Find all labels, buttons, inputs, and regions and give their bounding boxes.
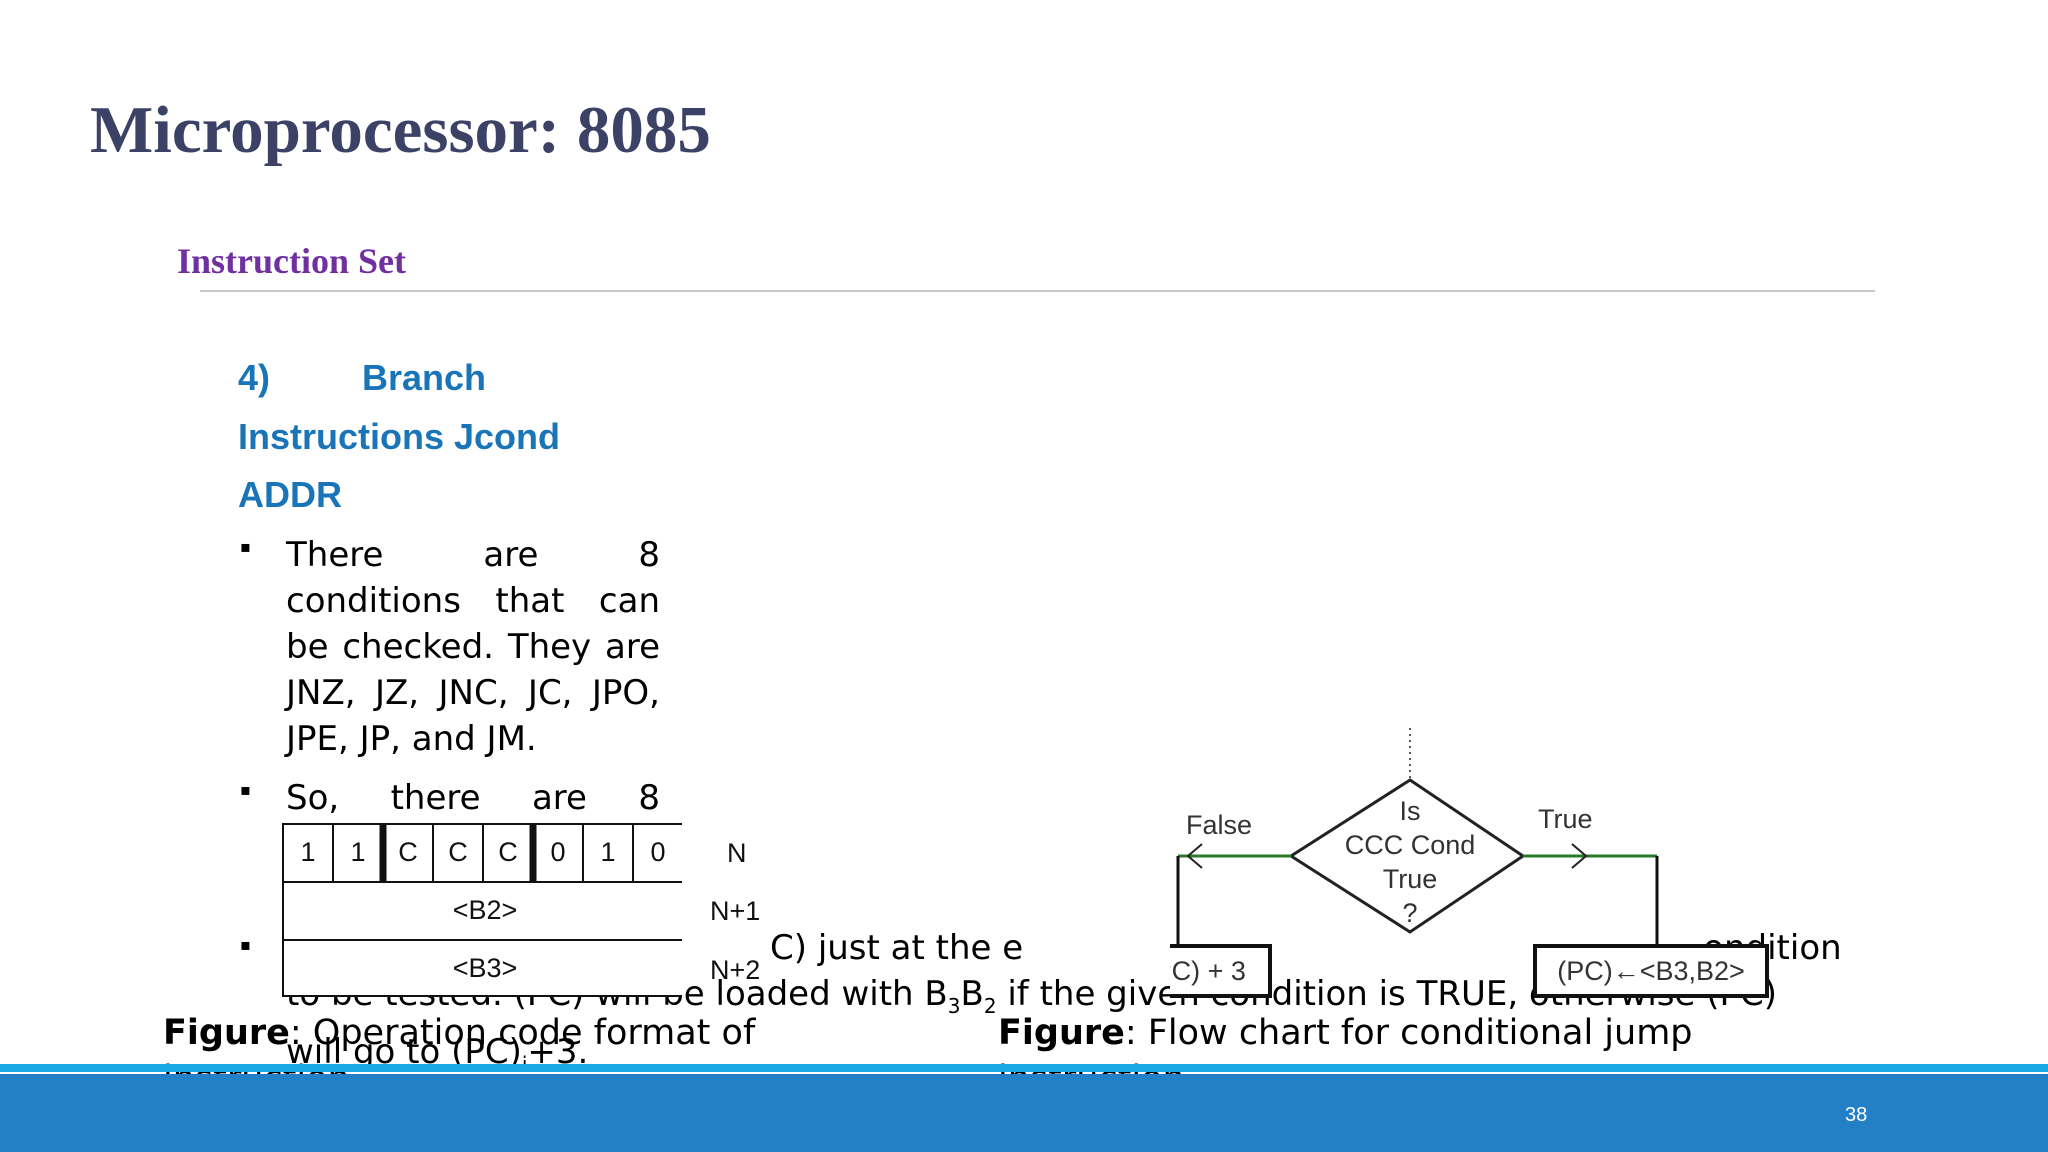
address-label-n1: N+1 <box>710 896 761 926</box>
address-label-n2: N+2 <box>710 955 761 985</box>
opcode-bit: 0 <box>650 837 666 867</box>
true-box-text: (PC)←<B3,B2> <box>1557 956 1745 986</box>
branch-heading: 4) Branch <box>238 357 486 399</box>
opcode-bit: C <box>448 837 468 867</box>
slide-title: Microprocessor: 8085 <box>90 93 711 167</box>
page-number: 38 <box>1845 1104 1868 1126</box>
false-box <box>1170 944 1272 998</box>
false-label: False <box>1186 810 1252 840</box>
opcode-bit: 0 <box>550 837 566 867</box>
bullet-marker: ▪ <box>240 537 251 556</box>
decision-line: True <box>1383 864 1438 894</box>
heading-word: Branch <box>362 357 487 398</box>
opcode-format-figure: 1 1 C C C 0 1 0 <B2> <B3> <box>282 823 682 997</box>
bullet-so-there-are: So, there are 8 <box>286 778 660 818</box>
opcode-byte-b3: <B3> <box>452 953 518 983</box>
opcode-bit: C <box>398 837 418 867</box>
opcode-bit: 1 <box>350 837 366 867</box>
heading-line-2: Instructions Jcond <box>238 416 561 457</box>
address-label-n: N <box>727 838 747 868</box>
opcode-bit: 1 <box>300 837 316 867</box>
subtitle-divider <box>200 290 1875 292</box>
bullet-marker: ▪ <box>240 780 251 799</box>
true-label: True <box>1538 804 1593 834</box>
bullet-conditions: There are 8 conditions that can be check… <box>286 535 660 759</box>
footer-accent-bar <box>0 1064 2048 1072</box>
footer-bar <box>0 1074 2048 1152</box>
opcode-bit: 1 <box>600 837 616 867</box>
decision-diamond <box>1288 778 1526 934</box>
flowchart-figure: Is CCC Cond True ? False True (PC)←(PC) … <box>1170 728 1769 998</box>
decision-line: Is <box>1399 796 1420 826</box>
bullet-marker: ▪ <box>240 935 251 954</box>
opcode-byte-b2: <B2> <box>452 895 518 925</box>
true-box <box>1533 944 1769 998</box>
opcode-grid <box>282 823 682 997</box>
decision-line: CCC Cond <box>1345 830 1476 860</box>
heading-line-3: ADDR <box>238 474 342 515</box>
opcode-bit: C <box>498 837 518 867</box>
false-box-text: (PC)←(PC) + 3 <box>1170 956 1246 986</box>
decision-line: ? <box>1402 898 1417 928</box>
heading-number: 4) <box>238 357 271 398</box>
section-subtitle: Instruction Set <box>177 241 407 281</box>
